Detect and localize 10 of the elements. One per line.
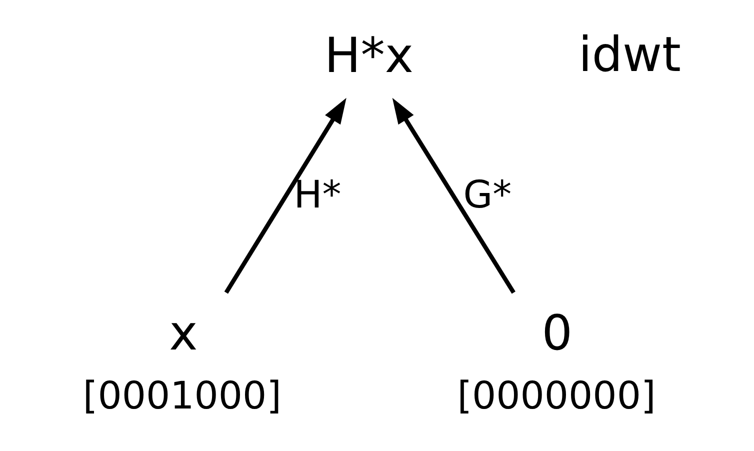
arrow <box>224 98 346 294</box>
node-text: x <box>169 306 198 362</box>
node-text: H*x <box>324 28 414 84</box>
edge-label: G* <box>463 172 512 217</box>
node-label: [0001000] <box>82 374 282 418</box>
node-text: 0 <box>542 306 572 362</box>
arrow <box>392 98 516 294</box>
node-label: [0000000] <box>457 374 656 418</box>
edge-label: H* <box>294 172 342 217</box>
label: idwt <box>578 26 681 83</box>
